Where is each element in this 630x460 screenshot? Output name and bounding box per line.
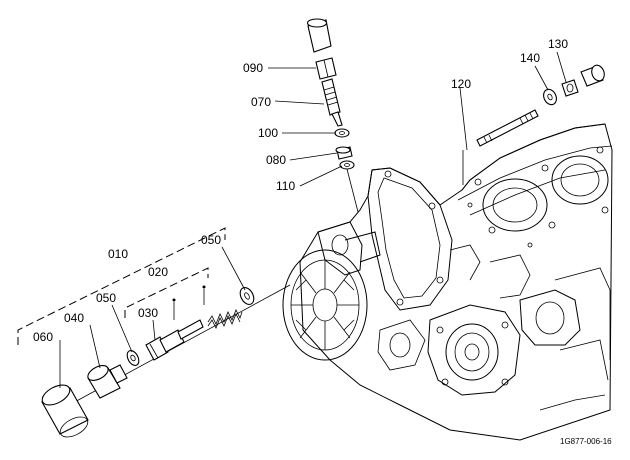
callout-050-lower: 050 bbox=[96, 291, 116, 305]
callout-040: 040 bbox=[64, 311, 84, 325]
stud-bolt-group bbox=[462, 64, 605, 185]
callout-080: 080 bbox=[266, 153, 286, 167]
lower-assembly bbox=[41, 284, 291, 438]
callout-090: 090 bbox=[243, 61, 263, 75]
callout-060: 060 bbox=[33, 330, 53, 344]
figure-code: 1G877-006-16 bbox=[560, 437, 612, 446]
callout-050-upper: 050 bbox=[201, 233, 221, 247]
callout-130: 130 bbox=[548, 37, 568, 51]
callout-140: 140 bbox=[520, 51, 540, 65]
callout-120: 120 bbox=[451, 77, 471, 91]
callout-070: 070 bbox=[251, 95, 271, 109]
callout-labels: 090 070 100 080 110 120 140 130 010 050 … bbox=[33, 37, 568, 344]
callout-100: 100 bbox=[258, 126, 278, 140]
engine-block bbox=[282, 123, 613, 441]
group-brackets bbox=[17, 227, 226, 345]
callout-020: 020 bbox=[148, 265, 168, 279]
callout-110: 110 bbox=[276, 179, 295, 193]
callout-030: 030 bbox=[138, 306, 158, 320]
injector-nozzle-assembly bbox=[306, 18, 359, 213]
gear-cover bbox=[282, 249, 368, 361]
callout-010: 010 bbox=[108, 247, 128, 261]
leader-lines bbox=[59, 51, 567, 388]
